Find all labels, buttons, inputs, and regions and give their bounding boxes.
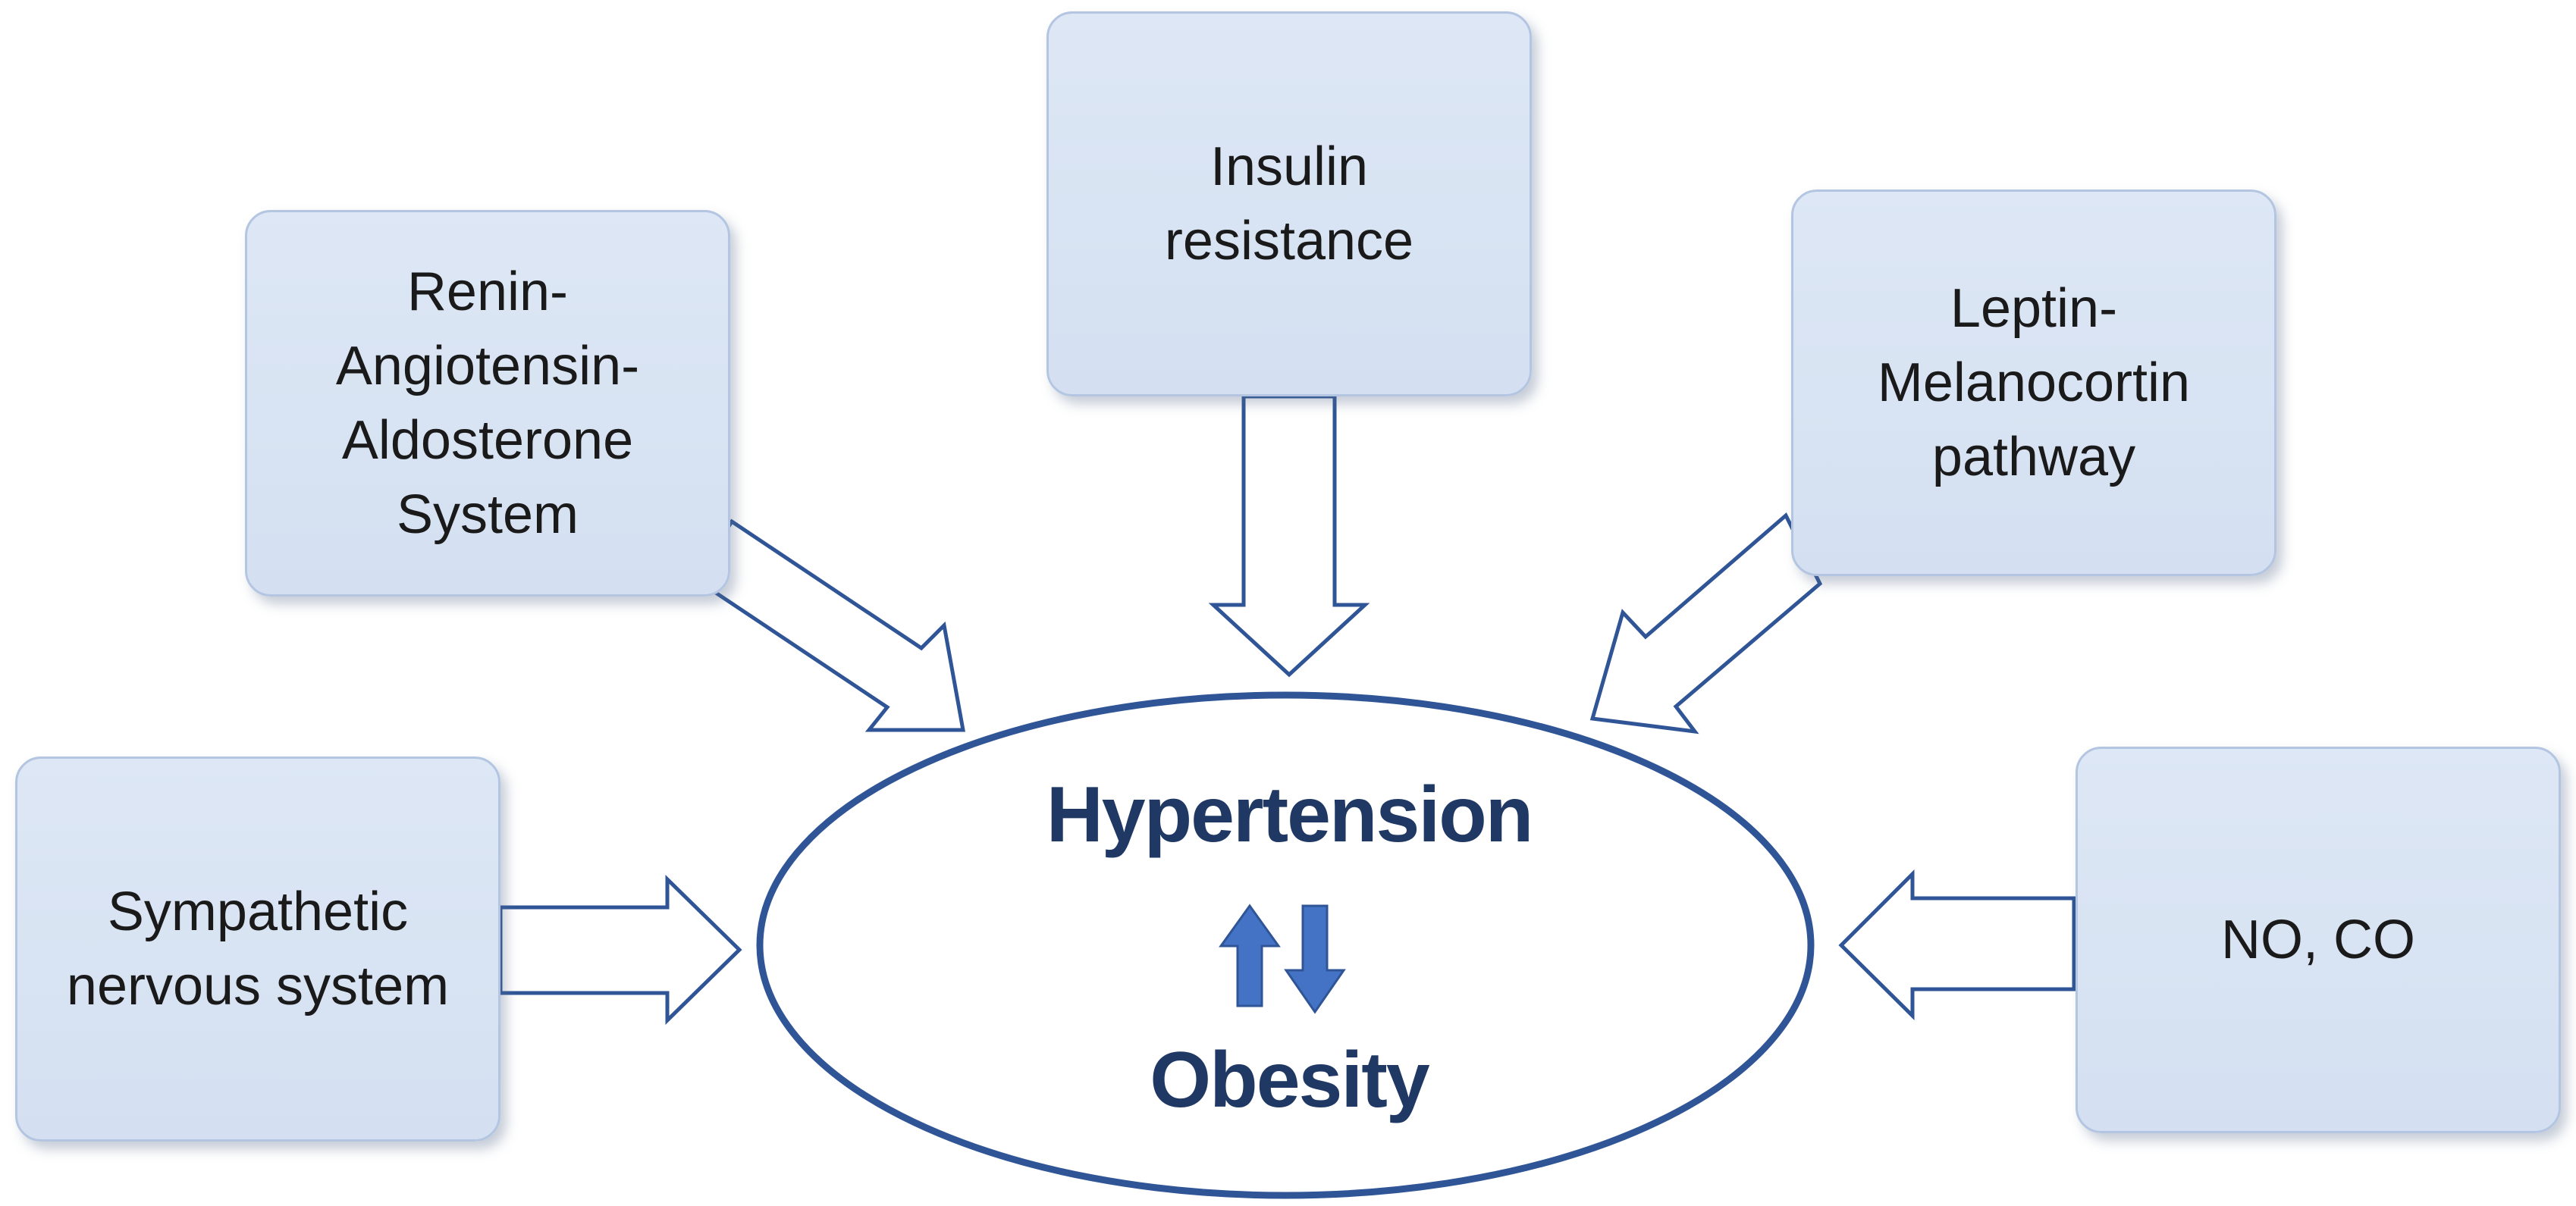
down-arrow-icon xyxy=(1284,904,1346,1014)
arrow-sympathetic xyxy=(498,875,742,1025)
hypertension-label: Hypertension xyxy=(1046,771,1534,859)
arrow-insulin xyxy=(1208,394,1370,678)
no-co-label: NO, CO xyxy=(2220,910,2415,970)
arrow-raas xyxy=(692,518,965,732)
sympathetic-nervous-system-label: Sympathetic nervous system xyxy=(66,882,450,1016)
center-ellipse xyxy=(756,691,1815,1199)
insulin-resistance-label: Insulin resistance xyxy=(1164,136,1414,271)
arrow-leptin xyxy=(1589,512,1823,735)
leptin-melanocortin-label: Leptin- Melanocortin pathway xyxy=(1877,278,2191,487)
box-no-co: NO, CO xyxy=(2076,747,2561,1133)
raas-label: Renin- Angiotensin- Aldosterone System xyxy=(335,262,640,545)
up-arrow-icon xyxy=(1219,904,1281,1007)
arrow-no-co xyxy=(1838,869,2076,1020)
box-raas: Renin- Angiotensin- Aldosterone System xyxy=(245,210,730,597)
box-leptin-melanocortin: Leptin- Melanocortin pathway xyxy=(1791,190,2276,576)
obesity-label: Obesity xyxy=(1150,1036,1429,1124)
box-insulin-resistance: Insulin resistance xyxy=(1046,11,1532,396)
box-sympathetic-nervous-system: Sympathetic nervous system xyxy=(15,756,500,1142)
